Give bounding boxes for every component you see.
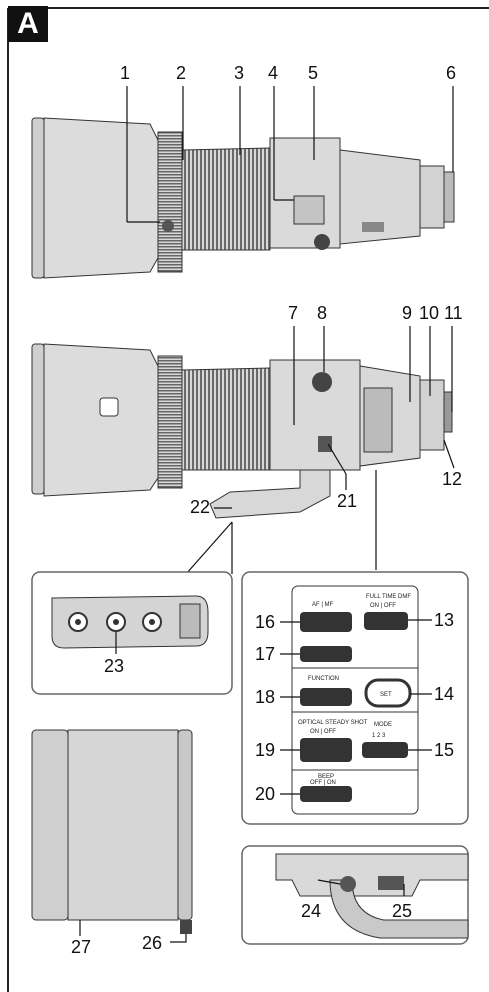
full-time-dmf-label: FULL TIME DMF [366,594,411,600]
callout-3: 3 [234,63,245,83]
beep-off-on-label: OFF | ON [310,780,336,786]
callout-1: 1 [120,63,131,83]
callout-22: 22 [190,497,211,517]
callout-23: 23 [104,656,125,676]
callout-16: 16 [255,612,276,632]
lens-side-view [31,343,453,519]
oss-on-off-label: ON | OFF [310,729,336,735]
callout-2: 2 [176,63,187,83]
callout-26: 26 [142,933,163,953]
beep-label: BEEP [318,774,334,780]
callout-4: 4 [268,63,279,83]
callout-7: 7 [288,303,299,323]
callout-27: 27 [71,937,92,957]
callout-24: 24 [301,901,322,921]
callout-5: 5 [308,63,319,83]
callout-15: 15 [434,740,455,760]
callout-21: 21 [337,491,358,511]
callout-20: 20 [255,784,276,804]
mode-values-label: 1 2 3 [372,733,386,739]
dmf-on-off-label: ON | OFF [370,603,396,609]
lens-top-view [31,117,455,279]
callout-14: 14 [434,684,455,704]
callout-12: 12 [442,469,463,489]
callout-25: 25 [392,901,413,921]
optical-steady-shot-label: OPTICAL STEADY SHOT [298,720,368,726]
callout-18: 18 [255,687,276,707]
callout-8: 8 [317,303,328,323]
switch-panel-inset: AF | MF FULL TIME DMF ON | OFF FUNCTION … [241,571,469,825]
callout-9: 9 [402,303,413,323]
mount-inset [241,845,469,945]
callout-11: 11 [444,303,463,323]
foot-inset [31,571,233,695]
af-mf-label: AF | MF [312,602,334,608]
callout-19: 19 [255,740,276,760]
callout-17: 17 [255,644,276,664]
lens-hood [31,729,193,943]
section-tag: A [8,6,48,42]
leader-lines [126,86,455,575]
mode-label: MODE [374,722,392,728]
callout-6: 6 [446,63,457,83]
callout-10: 10 [419,303,440,323]
function-label: FUNCTION [308,676,339,682]
callout-13: 13 [434,610,455,630]
set-label: SET [380,692,392,698]
